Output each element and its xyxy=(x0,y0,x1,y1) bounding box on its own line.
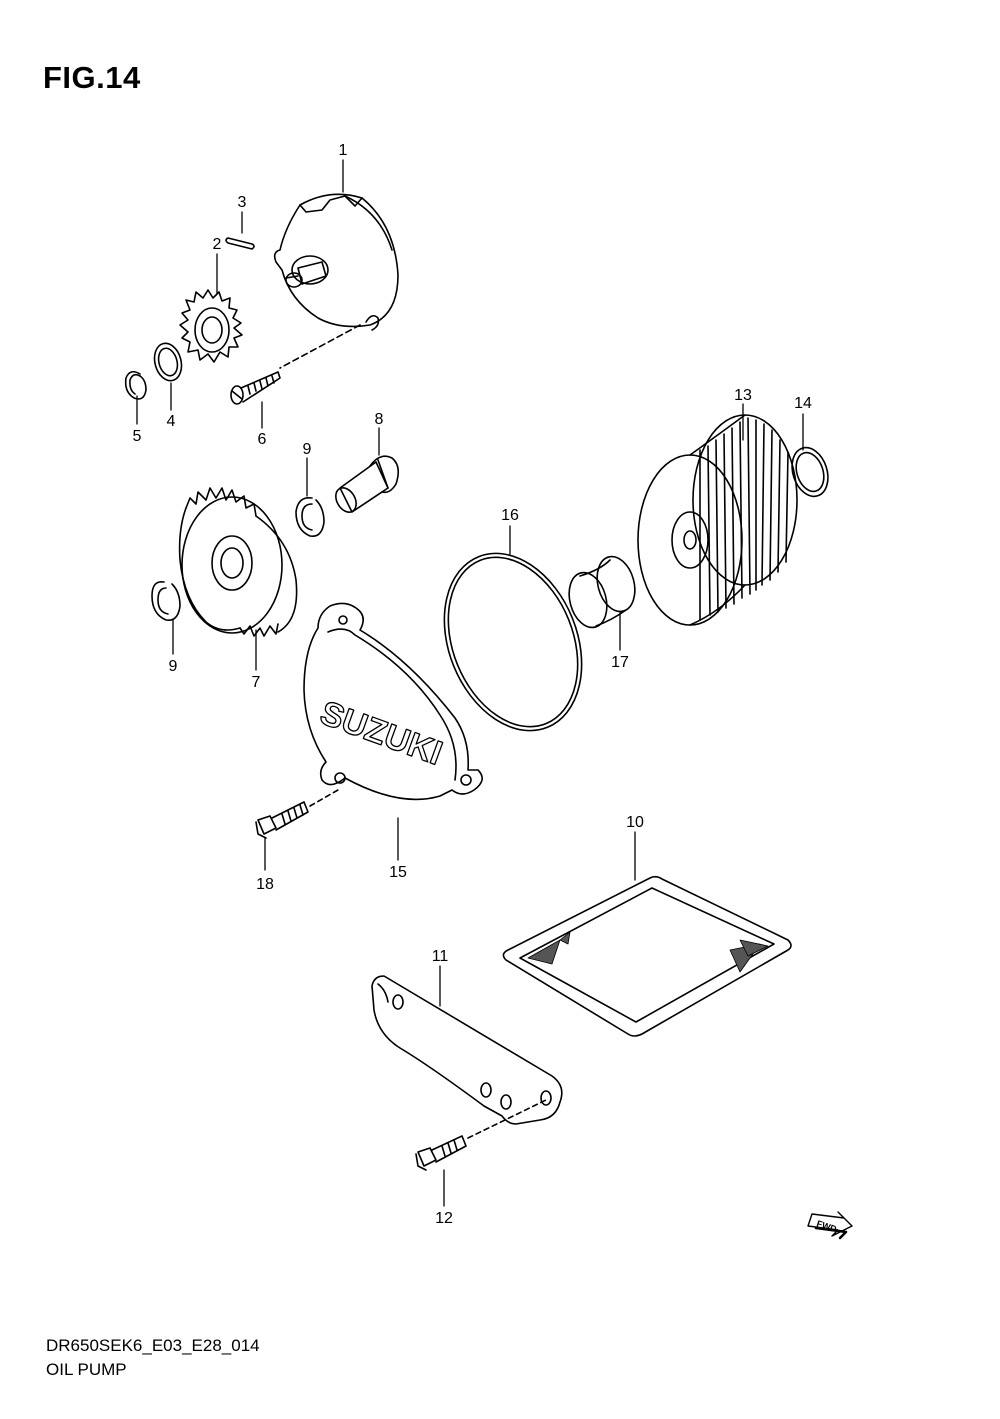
callout-9b: 9 xyxy=(169,658,178,675)
oil-pump-assembly xyxy=(273,193,399,331)
circlip xyxy=(124,370,147,400)
callout-4: 4 xyxy=(167,413,176,430)
o-ring xyxy=(791,446,829,498)
callout-16: 16 xyxy=(501,507,519,524)
dashed-guide xyxy=(309,789,339,807)
callout-18: 18 xyxy=(256,876,274,893)
washer xyxy=(153,342,183,382)
filter-cap: SUZUKI xyxy=(303,602,483,801)
spring xyxy=(568,555,636,629)
callout-15: 15 xyxy=(389,864,407,881)
pin xyxy=(225,237,255,250)
fwd-arrow-icon: FWD xyxy=(807,1211,853,1240)
callout-12: 12 xyxy=(435,1210,453,1227)
callout-14: 14 xyxy=(794,395,812,412)
figure-title: FIG.14 xyxy=(43,60,141,95)
dashed-guide xyxy=(467,1099,547,1139)
leader-lines xyxy=(136,159,804,1207)
oil-strainer xyxy=(502,875,792,1037)
circlip xyxy=(151,580,181,622)
callout-10: 10 xyxy=(626,814,644,831)
suzuki-logo: SUZUKI xyxy=(315,694,447,773)
callout-9a: 9 xyxy=(303,441,312,458)
strainer-plate xyxy=(371,975,563,1125)
figure-code: DR650SEK6_E03_E28_014 xyxy=(46,1336,260,1355)
o-ring xyxy=(443,552,583,732)
callout-6: 6 xyxy=(258,431,267,448)
oil-filter xyxy=(637,414,798,626)
callout-13: 13 xyxy=(734,387,752,404)
callout-8: 8 xyxy=(375,411,384,428)
pump-drive-gear xyxy=(179,289,243,363)
pump-driven-gear xyxy=(178,487,298,637)
screw xyxy=(230,371,281,405)
callout-11: 11 xyxy=(432,948,449,965)
callout-5: 5 xyxy=(133,428,142,445)
circlip xyxy=(295,496,325,538)
callout-2: 2 xyxy=(213,236,222,253)
figure-name: OIL PUMP xyxy=(46,1360,127,1379)
callout-7: 7 xyxy=(252,674,261,691)
shaft xyxy=(335,455,400,513)
callout-17: 17 xyxy=(611,654,629,671)
bolt xyxy=(415,1135,467,1171)
callout-1: 1 xyxy=(339,142,348,159)
bolt xyxy=(255,801,309,839)
dashed-guide xyxy=(279,324,361,369)
callout-3: 3 xyxy=(238,194,247,211)
